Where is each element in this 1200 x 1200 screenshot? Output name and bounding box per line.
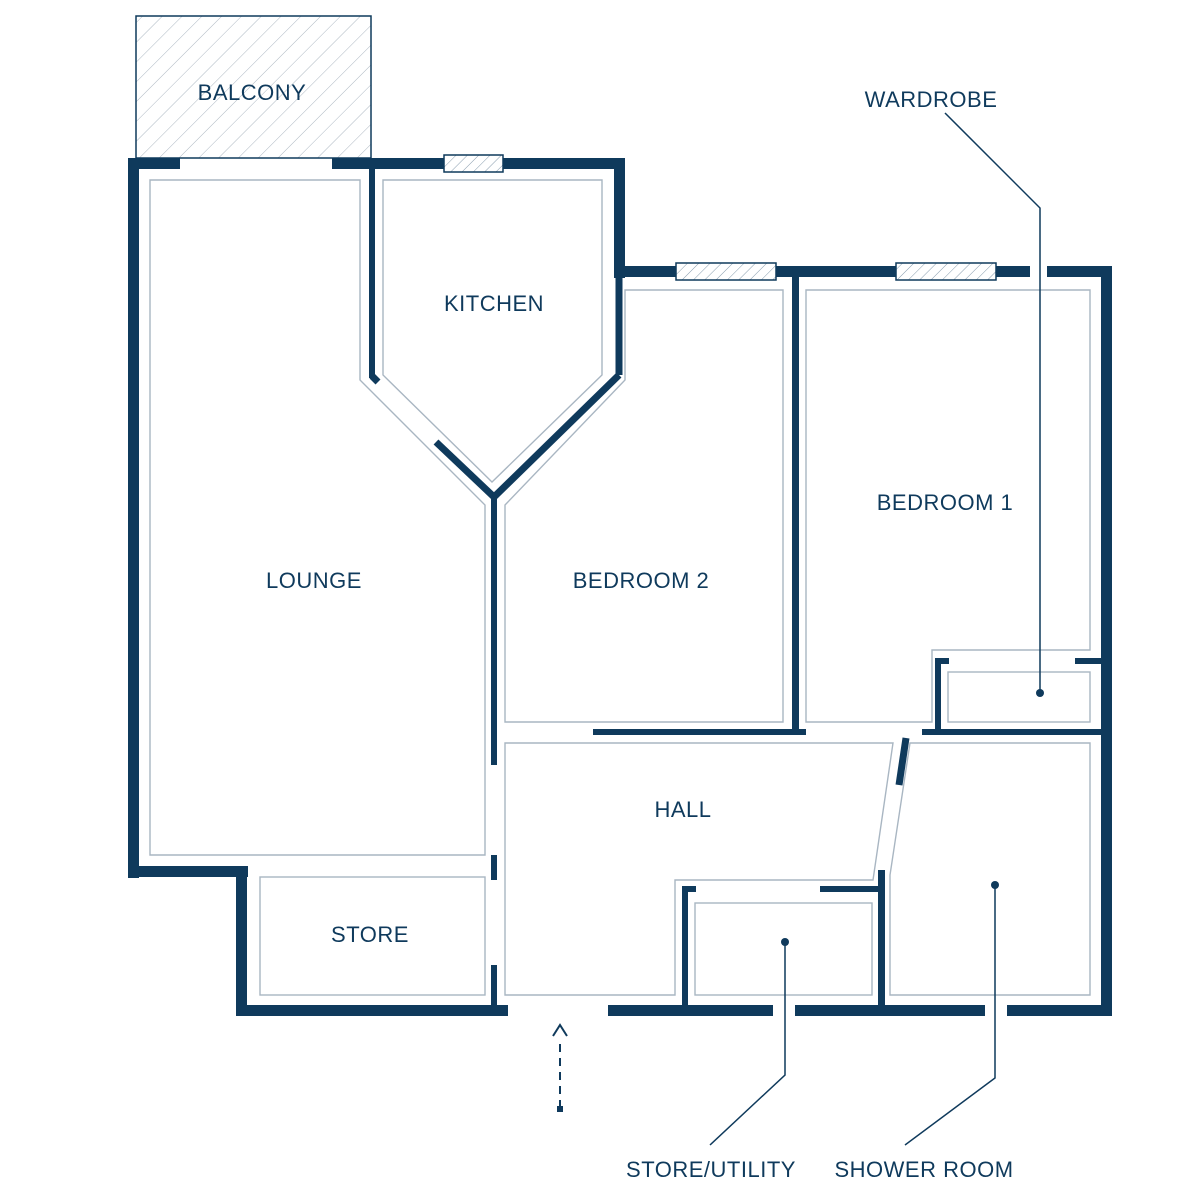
windows <box>443 154 997 281</box>
shower-room-callout: SHOWER ROOM <box>834 1157 1013 1182</box>
kitchen-window <box>443 154 504 173</box>
walls <box>128 158 1112 1016</box>
store-label: STORE <box>331 922 409 947</box>
room-outlines <box>149 179 1091 996</box>
store-utility-callout: STORE/UTILITY <box>626 1157 796 1182</box>
bedroom2-window <box>675 262 777 281</box>
balcony-label: BALCONY <box>198 80 307 105</box>
entrance-arrow <box>552 1023 568 1112</box>
bedroom1-window <box>895 262 997 281</box>
hall-label: HALL <box>654 797 711 822</box>
kitchen-label: KITCHEN <box>444 291 544 316</box>
bedroom1-label: BEDROOM 1 <box>877 490 1014 515</box>
balcony <box>135 15 372 159</box>
wardrobe-callout: WARDROBE <box>865 87 998 112</box>
leader-lines <box>709 112 1044 1146</box>
lounge-label: LOUNGE <box>266 568 362 593</box>
bedroom2-label: BEDROOM 2 <box>573 568 710 593</box>
